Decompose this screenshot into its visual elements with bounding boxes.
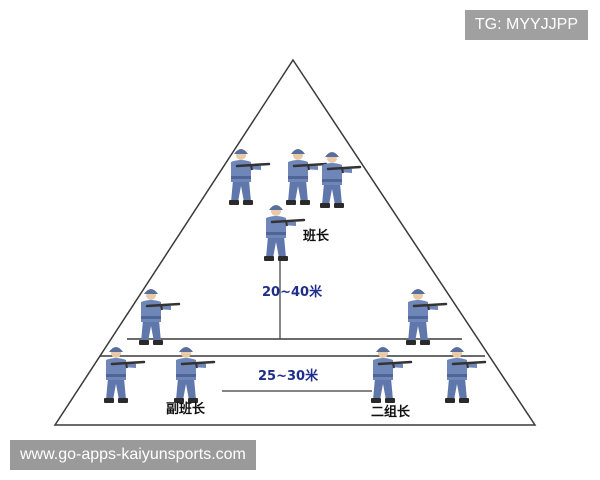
soldier-aiming-rifle-icon (404, 287, 448, 347)
squad-leader-label: 班长 (303, 228, 330, 244)
soldier-aiming-rifle-icon (284, 147, 328, 207)
distance-upper-label: 20~40米 (262, 284, 323, 300)
soldier-aiming-rifle-icon (137, 287, 181, 347)
telegram-watermark: TG: MYYJJPP (464, 10, 588, 40)
formation-triangle (53, 58, 537, 426)
soldier-aiming-rifle-icon (318, 150, 362, 210)
deputy-squad-leader-label: 副班长 (166, 401, 206, 417)
soldier-aiming-rifle-icon (227, 147, 271, 207)
second-group-leader-label: 二组长 (371, 404, 411, 420)
website-watermark: www.go-apps-kaiyunsports.com (10, 440, 256, 470)
distance-lower-label: 25~30米 (258, 368, 319, 384)
soldier-aiming-rifle-icon (262, 203, 306, 263)
